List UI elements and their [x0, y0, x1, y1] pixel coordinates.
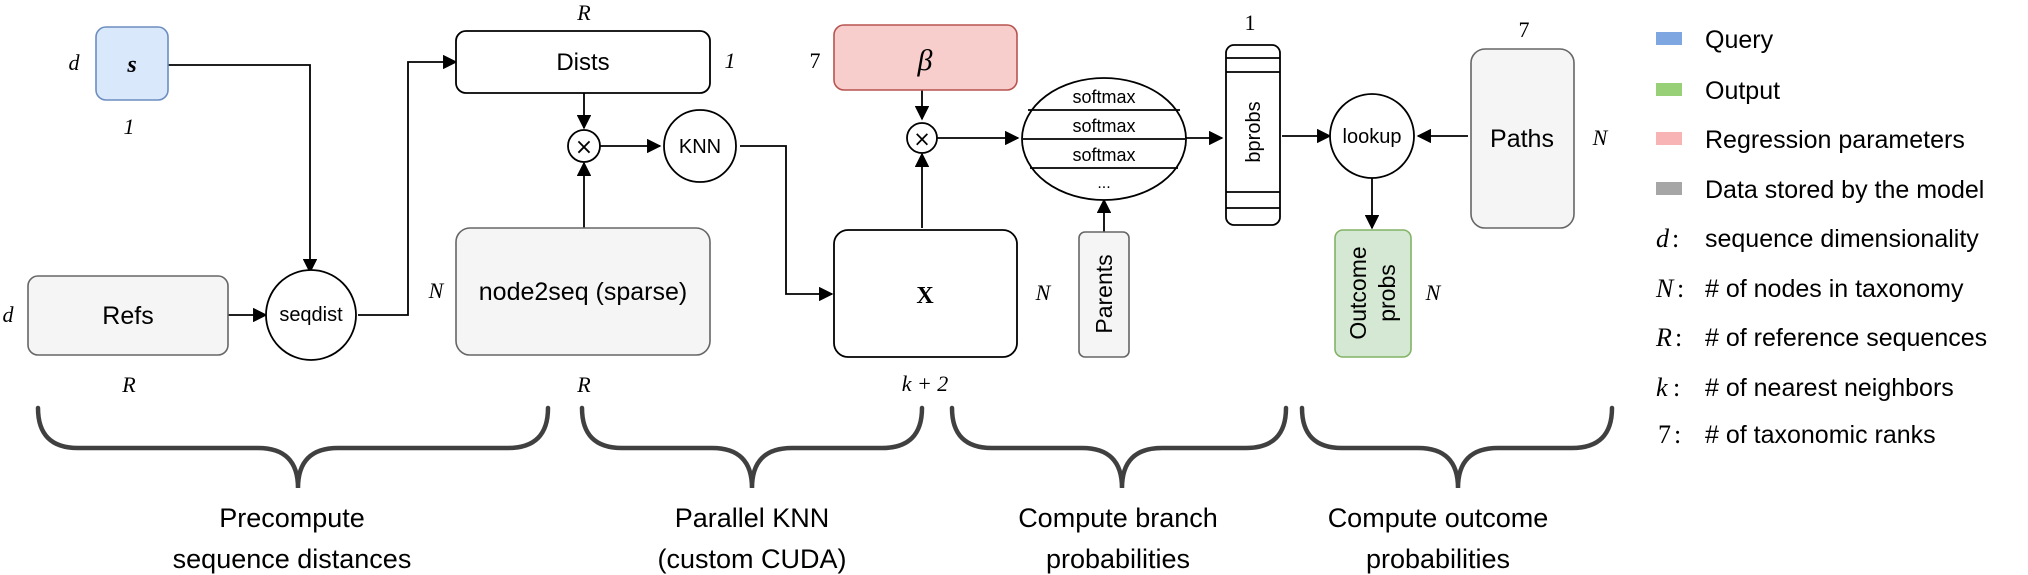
paths-label: Paths	[1490, 125, 1554, 153]
legend-symbol-text: # of reference sequences	[1705, 324, 1987, 352]
refs-label: Refs	[102, 302, 153, 330]
lookup-node: lookup	[1329, 93, 1415, 179]
dim-label: k + 2	[902, 371, 949, 396]
legend-symbol-row: N : # of nodes in taxonomy	[1655, 274, 1964, 303]
dim-label: R	[576, 0, 591, 25]
legend-symbol: N	[1655, 274, 1675, 303]
brace-caption: Parallel KNN	[675, 503, 830, 533]
brace-caption: Precompute	[219, 503, 365, 533]
legend-symbol-colon: :	[1673, 373, 1680, 402]
dim-label: d	[69, 50, 81, 75]
seqdist-node: seqdist	[265, 269, 357, 361]
brace-caption: sequence distances	[173, 544, 412, 574]
multiply-node-1: ×	[567, 129, 601, 163]
outcome-probs-label-line1: Outcome	[1345, 246, 1371, 339]
dim-label: R	[121, 372, 136, 397]
dim-label: 7	[1519, 17, 1530, 42]
dists-label: Dists	[556, 49, 609, 76]
legend-symbol-colon: :	[1677, 274, 1684, 303]
query-s-box: s	[95, 26, 169, 101]
legend: Query Output Regression parameters Data …	[1655, 26, 1987, 449]
paths-box: Paths	[1470, 48, 1575, 229]
dim-label: 1	[124, 114, 135, 139]
beta-label: β	[917, 44, 933, 77]
legend-symbol-row: d : sequence dimensionality	[1656, 224, 1979, 253]
dim-label: N	[1592, 125, 1609, 150]
legend-label: Query	[1705, 26, 1774, 54]
legend-swatch-params	[1656, 132, 1682, 145]
arrow-knn-to-x	[740, 145, 834, 302]
softmax-row: softmax	[1072, 87, 1135, 107]
legend-symbol-text: # of nodes in taxonomy	[1705, 275, 1964, 303]
dim-label: 1	[725, 48, 736, 73]
multiply-node-2: ×	[906, 122, 938, 154]
knn-label: KNN	[679, 136, 721, 158]
parents-box: Parents	[1078, 231, 1130, 358]
legend-label: Regression parameters	[1705, 126, 1965, 154]
brace-caption: Compute outcome	[1328, 503, 1549, 533]
legend-symbol-row: 7 : # of taxonomic ranks	[1658, 420, 1936, 449]
dim-label: 1	[1245, 10, 1256, 35]
braces	[35, 405, 1615, 489]
query-s-label: s	[126, 52, 136, 78]
legend-swatch-output	[1656, 83, 1682, 96]
dim-label: N	[428, 278, 445, 303]
bprobs-box: bprobs	[1225, 44, 1281, 226]
arrow-s-to-seqdist	[168, 64, 318, 274]
lookup-label: lookup	[1343, 126, 1402, 148]
legend-symbol: R	[1655, 323, 1672, 352]
arrow-seqdist-to-dists	[358, 54, 458, 316]
legend-symbol-colon: :	[1672, 224, 1679, 253]
legend-symbol-text: # of taxonomic ranks	[1705, 421, 1936, 449]
parents-label: Parents	[1091, 254, 1117, 333]
brace-branch-probs	[949, 405, 1289, 489]
legend-symbol-row: R : # of reference sequences	[1655, 323, 1987, 352]
dim-label: N	[1425, 280, 1442, 305]
outcome-probs-box: Outcome probs	[1334, 229, 1412, 358]
brace-parallel-knn	[579, 405, 925, 489]
brace-caption: probabilities	[1046, 544, 1190, 574]
dists-box: Dists	[455, 30, 711, 94]
legend-symbol-colon: :	[1674, 420, 1681, 449]
softmax-row: ...	[1097, 175, 1110, 192]
softmax-ellipse: softmax softmax softmax ...	[1021, 77, 1187, 201]
softmax-row: softmax	[1072, 145, 1135, 165]
knn-node: KNN	[663, 109, 737, 183]
dim-label: R	[576, 372, 591, 397]
seqdist-label: seqdist	[279, 304, 343, 326]
brace-outcome-probs	[1299, 405, 1615, 489]
dim-label: d	[3, 302, 15, 327]
legend-symbol-text: # of nearest neighbors	[1705, 374, 1954, 402]
bprobs-label: bprobs	[1243, 101, 1265, 162]
legend-symbol-colon: :	[1675, 323, 1682, 352]
multiply-symbol: ×	[913, 127, 931, 151]
dim-label: 7	[810, 48, 821, 73]
brace-caption: probabilities	[1366, 544, 1510, 574]
refs-box: Refs	[27, 275, 229, 356]
brace-caption: (custom CUDA)	[657, 544, 846, 574]
node2seq-box: node2seq (sparse)	[455, 227, 711, 356]
multiply-symbol: ×	[575, 135, 593, 160]
beta-box: β	[833, 24, 1018, 91]
softmax-row: softmax	[1072, 116, 1135, 136]
legend-label: Data stored by the model	[1705, 176, 1984, 204]
legend-swatch-stored	[1656, 182, 1682, 195]
dim-label: N	[1035, 280, 1052, 305]
outcome-probs-label-line2: probs	[1374, 264, 1400, 322]
legend-label: Output	[1705, 77, 1780, 105]
brace-precompute	[35, 405, 551, 489]
connectors	[168, 54, 1468, 323]
legend-symbol: d	[1656, 224, 1670, 253]
legend-symbol-text: sequence dimensionality	[1705, 225, 1979, 253]
x-label: X	[916, 283, 934, 309]
legend-symbol-row: k : # of nearest neighbors	[1656, 373, 1954, 402]
brace-caption: Compute branch	[1018, 503, 1218, 533]
x-box: X	[833, 229, 1018, 358]
node2seq-label: node2seq (sparse)	[479, 278, 687, 306]
legend-symbol: k	[1656, 373, 1668, 402]
legend-symbol: 7	[1658, 420, 1671, 449]
legend-swatch-query	[1656, 32, 1682, 45]
